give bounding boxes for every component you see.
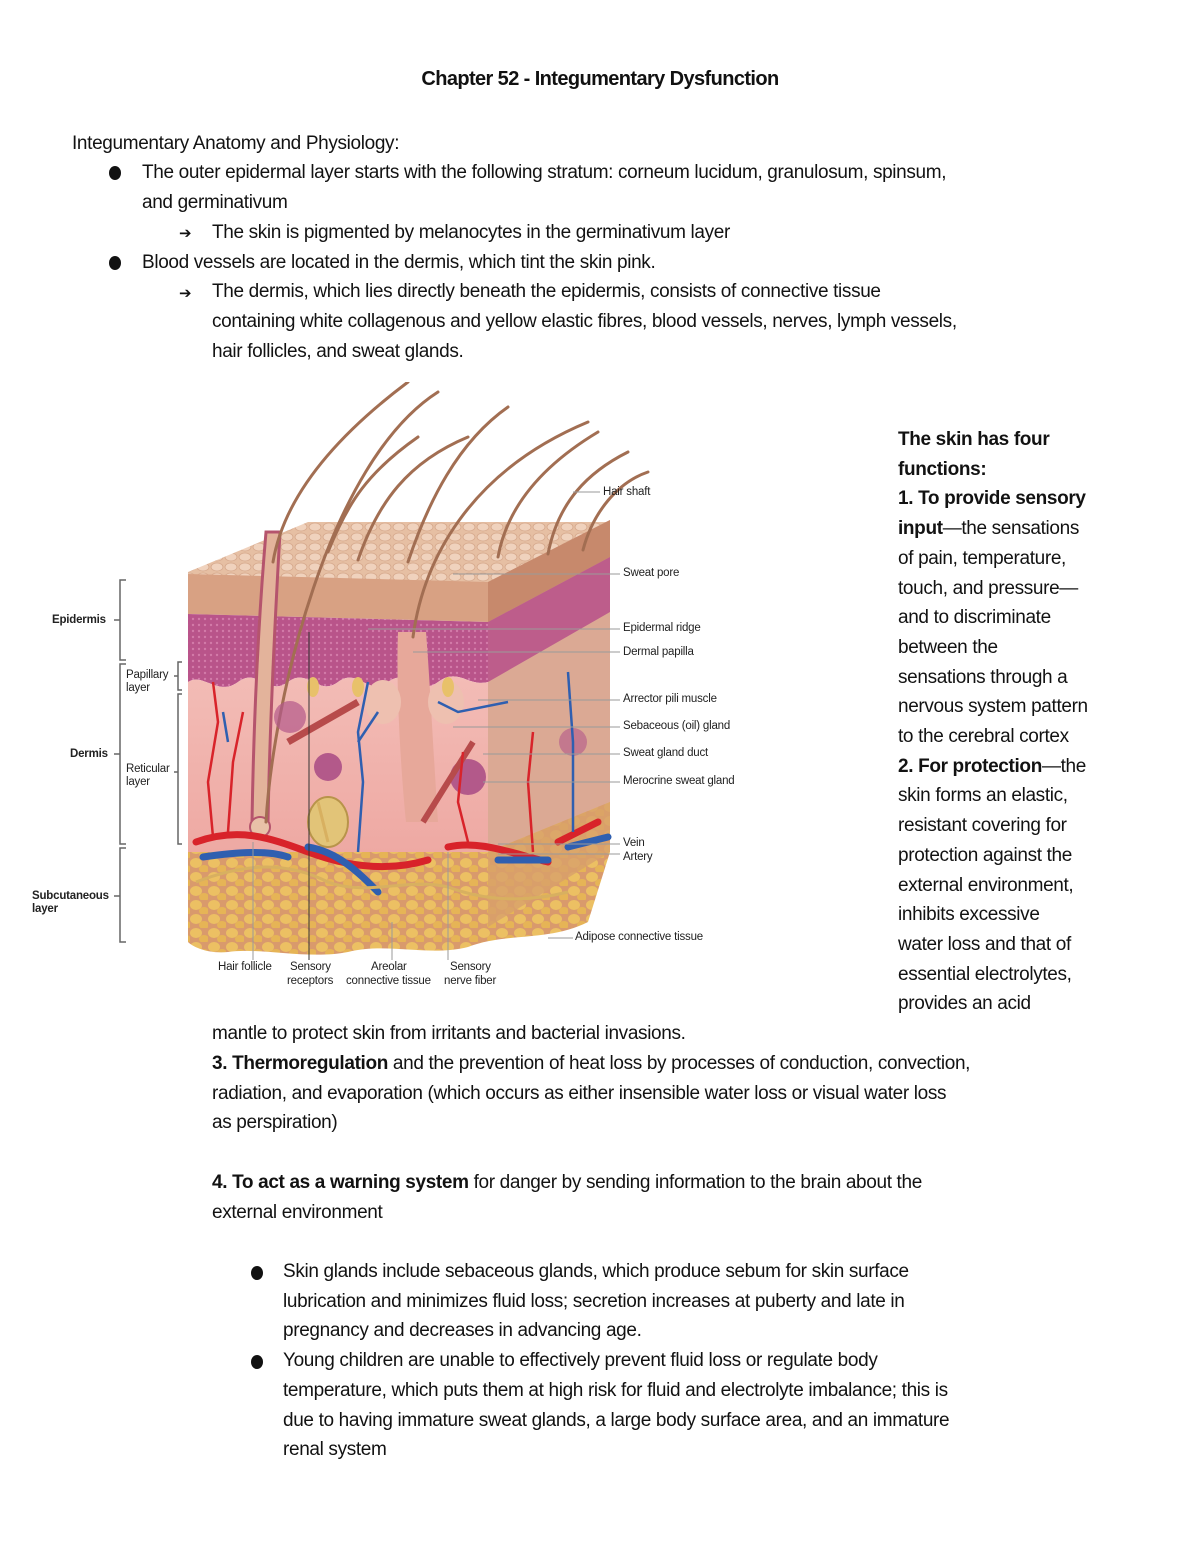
label-sweat-pore: Sweat pore bbox=[623, 567, 680, 579]
arrow-bullet-icon: ➔ bbox=[179, 284, 192, 302]
functions-line: water loss and that of bbox=[898, 933, 1071, 955]
functions-line: to the cerebral cortex bbox=[898, 726, 1069, 747]
label-papillary-2: layer bbox=[126, 682, 150, 694]
bullet-icon bbox=[251, 1355, 263, 1369]
functions-line: external environment, bbox=[898, 874, 1074, 896]
functions-line: inhibits excessive bbox=[898, 904, 1040, 926]
functions-line: sensations through a bbox=[898, 666, 1068, 688]
label-sensory-nerve-1: Sensory bbox=[450, 961, 491, 973]
label-merocrine-sweat-gland: Merocrine sweat gland bbox=[623, 775, 735, 787]
label-subcutaneous-1: Subcutaneous bbox=[32, 890, 109, 902]
label-hair-follicle: Hair follicle bbox=[218, 961, 272, 973]
label-areolar-2: connective tissue bbox=[346, 975, 431, 987]
label-subcutaneous-2: layer bbox=[32, 903, 58, 915]
function-4-line-2: external environment bbox=[212, 1202, 383, 1223]
label-sensory-receptors-2: receptors bbox=[287, 975, 334, 987]
label-papillary-1: Papillary bbox=[126, 669, 169, 681]
bullet-icon bbox=[251, 1266, 263, 1280]
function-3-line-3: as perspiration) bbox=[212, 1112, 338, 1133]
bullet-icon bbox=[109, 166, 121, 180]
lower-bullet-2-line-2: temperature, which puts them at high ris… bbox=[283, 1380, 948, 1401]
functions-line: and to discriminate bbox=[898, 607, 1051, 629]
lower-bullet-2-line-4: renal system bbox=[283, 1439, 387, 1460]
label-arrector-pili: Arrector pili muscle bbox=[623, 693, 717, 705]
functions-line: essential electrolytes, bbox=[898, 963, 1072, 985]
functions-line: protection against the bbox=[898, 844, 1072, 866]
function-4-line-1: 4. To act as a warning system for danger… bbox=[212, 1172, 922, 1193]
label-epidermis: Epidermis bbox=[52, 614, 106, 626]
lower-bullet-1-line-1: Skin glands include sebaceous glands, wh… bbox=[283, 1261, 909, 1282]
label-reticular-2: layer bbox=[126, 776, 150, 788]
functions-line: The skin has four bbox=[898, 429, 1050, 450]
functions-line: skin forms an elastic, bbox=[898, 785, 1068, 807]
arrow-bullet-icon: ➔ bbox=[179, 224, 192, 242]
lower-bullet-2-line-1: Young children are unable to effectively… bbox=[283, 1350, 878, 1371]
bullet-icon bbox=[109, 256, 121, 270]
label-sensory-nerve-2: nerve fiber bbox=[444, 975, 497, 987]
page-title: Chapter 52 - Integumentary Dysfunction bbox=[421, 68, 779, 90]
function-3-line-2: radiation, and evaporation (which occurs… bbox=[212, 1083, 947, 1104]
label-sebaceous-gland: Sebaceous (oil) gland bbox=[623, 720, 731, 732]
label-dermal-papilla: Dermal papilla bbox=[623, 646, 694, 658]
functions-line: functions: bbox=[898, 458, 987, 480]
label-adipose: Adipose connective tissue bbox=[575, 931, 703, 943]
label-sweat-gland-duct: Sweat gland duct bbox=[623, 747, 709, 759]
label-areolar-1: Areolar bbox=[371, 961, 407, 973]
functions-line: of pain, temperature, bbox=[898, 547, 1066, 569]
lower-bullet-1-line-2: lubrication and minimizes fluid loss; se… bbox=[283, 1291, 905, 1312]
functions-line: 2. For protection—the bbox=[898, 755, 1086, 777]
sub-bullet-1-line-1: The skin is pigmented by melanocytes in … bbox=[212, 222, 730, 243]
functions-line: between the bbox=[898, 636, 998, 658]
functions-line: nervous system pattern bbox=[898, 696, 1088, 718]
functions-line: provides an acid bbox=[898, 993, 1031, 1015]
functions-line: resistant covering for bbox=[898, 815, 1067, 837]
lower-bullet-1-line-3: pregnancy and decreases in advancing age… bbox=[283, 1320, 642, 1341]
label-vein: Vein bbox=[623, 837, 645, 849]
label-dermis: Dermis bbox=[70, 748, 108, 760]
sub-bullet-2-line-3: hair follicles, and sweat glands. bbox=[212, 341, 464, 362]
sub-bullet-2-line-1: The dermis, which lies directly beneath … bbox=[212, 281, 881, 302]
bullet-1-line-2: and germinativum bbox=[142, 192, 288, 213]
skin-cross-section-illustration bbox=[114, 380, 650, 960]
bullet-2-line-1: Blood vessels are located in the dermis,… bbox=[142, 252, 656, 273]
functions-line: touch, and pressure— bbox=[898, 577, 1078, 599]
bullet-1-line-1: The outer epidermal layer starts with th… bbox=[142, 162, 947, 183]
functions-line: 1. To provide sensory bbox=[898, 488, 1086, 510]
sub-bullet-2-line-2: containing white collagenous and yellow … bbox=[212, 311, 957, 332]
lower-bullet-2-line-3: due to having immature sweat glands, a l… bbox=[283, 1410, 950, 1431]
function-2-continuation: mantle to protect skin from irritants an… bbox=[212, 1023, 686, 1044]
section-heading: Integumentary Anatomy and Physiology: bbox=[72, 133, 400, 154]
label-epidermal-ridge: Epidermal ridge bbox=[623, 622, 701, 634]
label-reticular-1: Reticular bbox=[126, 763, 170, 775]
skin-anatomy-figure: Epidermis Papillary layer Dermis Reticul… bbox=[28, 380, 748, 994]
label-artery: Artery bbox=[623, 851, 653, 863]
label-hair-shaft: Hair shaft bbox=[603, 486, 651, 498]
label-sensory-receptors-1: Sensory bbox=[290, 961, 331, 973]
function-3-line-1: 3. Thermoregulation and the prevention o… bbox=[212, 1053, 971, 1074]
functions-line: input—the sensations bbox=[898, 518, 1079, 540]
